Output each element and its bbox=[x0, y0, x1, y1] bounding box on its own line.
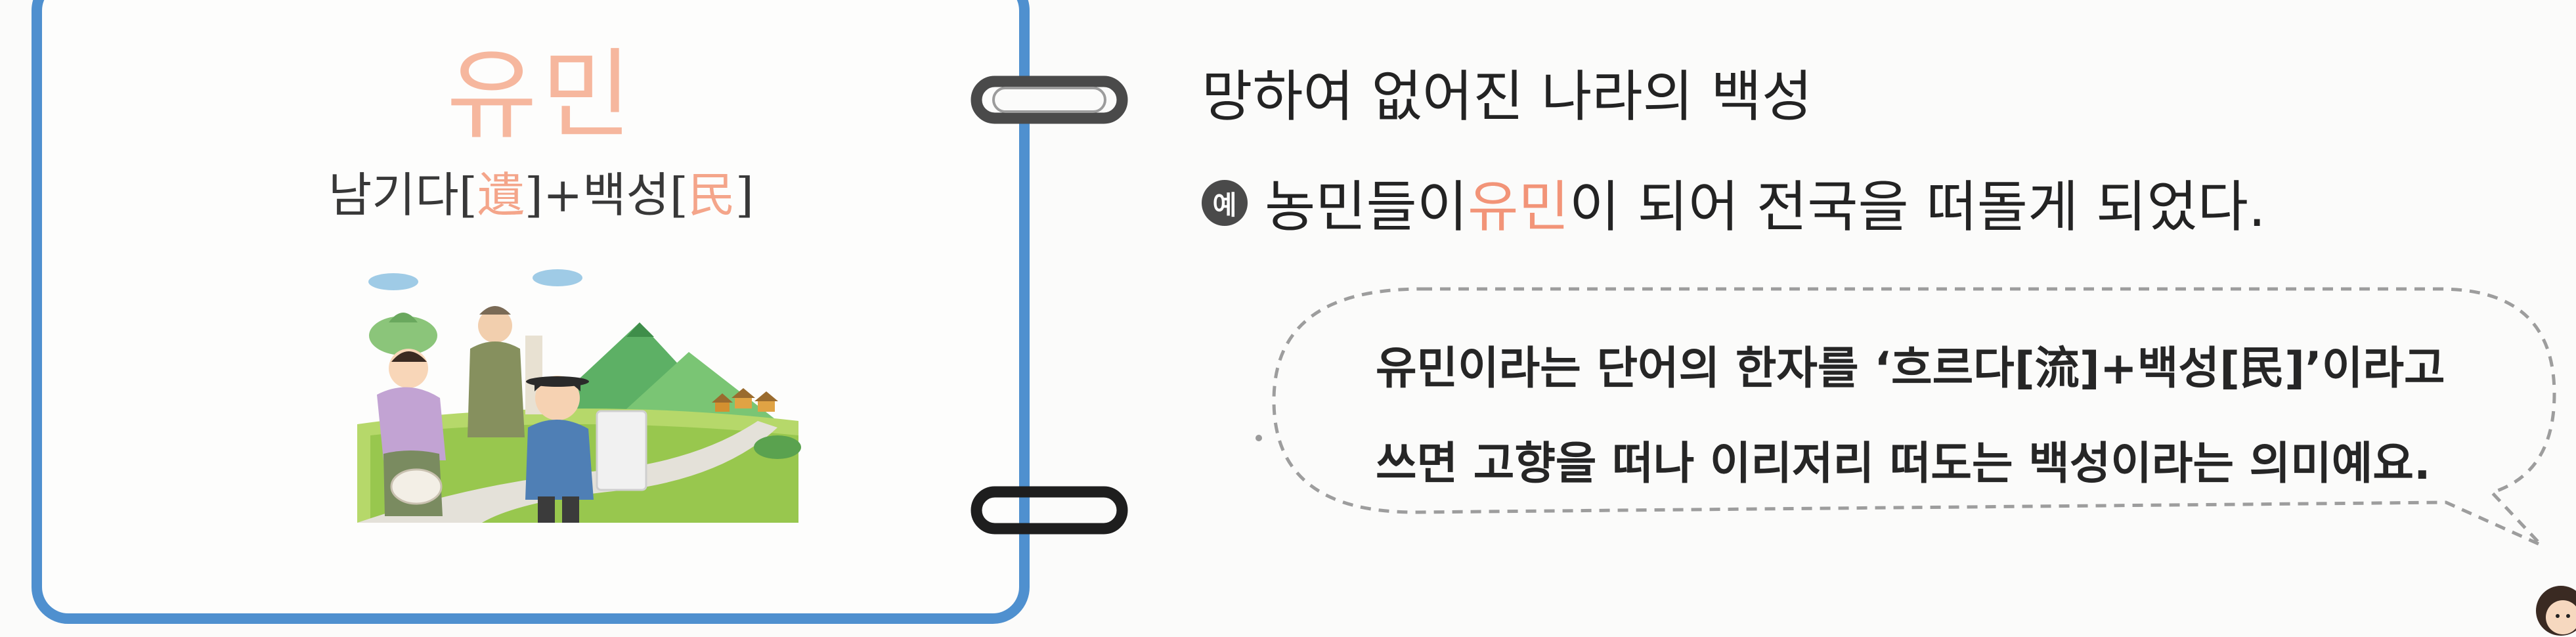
meaning-prefix: 남기다[ bbox=[328, 167, 477, 223]
speech-bubble bbox=[1272, 287, 2556, 547]
wandering-people-illustration bbox=[357, 269, 801, 523]
student-character-icon bbox=[2536, 586, 2576, 636]
binder-ring-icon bbox=[971, 486, 1128, 535]
meaning-hanja-2: 民 bbox=[688, 167, 735, 223]
meaning-mid: ]+백성[ bbox=[524, 167, 688, 223]
note-line-1: 유민이라는 단어의 한자를 ‘흐르다[流]+백성[民]’이라고 bbox=[1376, 343, 2445, 395]
vocabulary-card: 유민 남기다[遺]+백성[民] bbox=[32, 0, 1030, 624]
example-badge-icon: 예 bbox=[1202, 179, 1248, 226]
word-hanja-meaning: 남기다[遺]+백성[民] bbox=[42, 156, 1040, 225]
meaning-hanja-1: 遺 bbox=[477, 167, 525, 223]
binder-ring-icon bbox=[971, 76, 1128, 124]
example-text-before: 농민들이 bbox=[1265, 175, 1468, 239]
example-highlight-word: 유민 bbox=[1468, 175, 1569, 239]
word-definition: 망하여 없어진 나라의 백성 bbox=[1202, 64, 1813, 129]
example-text-after: 이 되어 전국을 떠돌게 되었다. bbox=[1569, 175, 2266, 239]
meaning-suffix: ] bbox=[735, 167, 754, 223]
decorative-dot bbox=[1255, 435, 1262, 441]
note-line-2: 쓰면 고향을 떠나 이리저리 떠도는 백성이라는 의미예요. bbox=[1376, 438, 2431, 490]
vocabulary-word: 유민 bbox=[446, 39, 636, 153]
